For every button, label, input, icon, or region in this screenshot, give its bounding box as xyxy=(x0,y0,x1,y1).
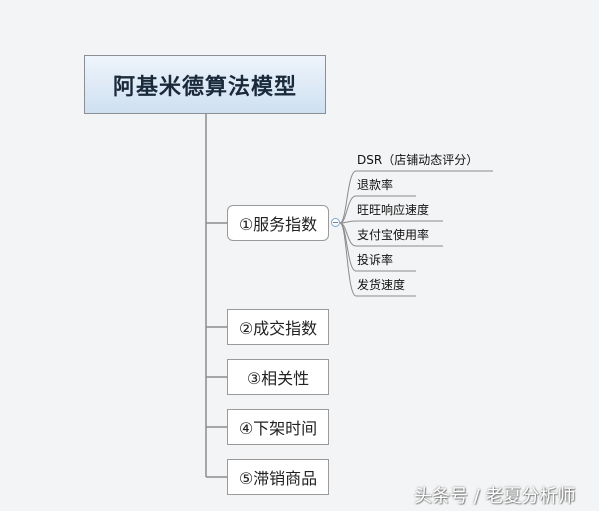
sub-topic-shipping-speed[interactable]: 发货速度 xyxy=(357,278,405,292)
sub-topic-label: 退款率 xyxy=(357,178,394,192)
watermark-label: 头条号 / 老夏分析师 xyxy=(414,486,576,507)
branch-relevance[interactable]: ③相关性 xyxy=(227,359,329,395)
sub-topic-refund-rate[interactable]: 退款率 xyxy=(357,178,393,192)
root-topic-label: 阿基米德算法模型 xyxy=(112,74,297,100)
collapse-toggle-icon[interactable] xyxy=(331,218,340,227)
sub-topic-label: DSR（店铺动态评分） xyxy=(357,153,479,167)
branch-delisting-time[interactable]: ④下架时间 xyxy=(227,409,329,445)
sub-topic-label: 发货速度 xyxy=(357,278,406,292)
sub-topic-wangwang-response[interactable]: 旺旺响应速度 xyxy=(357,203,429,217)
sub-topic-label: 投诉率 xyxy=(357,253,394,267)
sub-topic-label: 支付宝使用率 xyxy=(357,228,430,242)
branch-label: ⑤滞销商品 xyxy=(238,469,318,488)
sub-topic-label: 旺旺响应速度 xyxy=(357,203,430,217)
root-topic[interactable]: 阿基米德算法模型 xyxy=(84,55,326,114)
branch-label: ①服务指数 xyxy=(238,215,318,234)
branch-transaction-index[interactable]: ②成交指数 xyxy=(227,309,329,345)
branch-service-index[interactable]: ①服务指数 xyxy=(227,205,329,241)
branch-label: ②成交指数 xyxy=(238,319,318,338)
branch-label: ④下架时间 xyxy=(238,419,318,438)
sub-topic-dsr[interactable]: DSR（店铺动态评分） xyxy=(357,153,478,167)
branch-label: ③相关性 xyxy=(246,369,310,388)
sub-topic-alipay-usage[interactable]: 支付宝使用率 xyxy=(357,228,429,242)
watermark: 头条号 / 老夏分析师 xyxy=(414,482,576,508)
branch-slow-selling[interactable]: ⑤滞销商品 xyxy=(227,459,329,495)
sub-topic-complaint-rate[interactable]: 投诉率 xyxy=(357,253,393,267)
